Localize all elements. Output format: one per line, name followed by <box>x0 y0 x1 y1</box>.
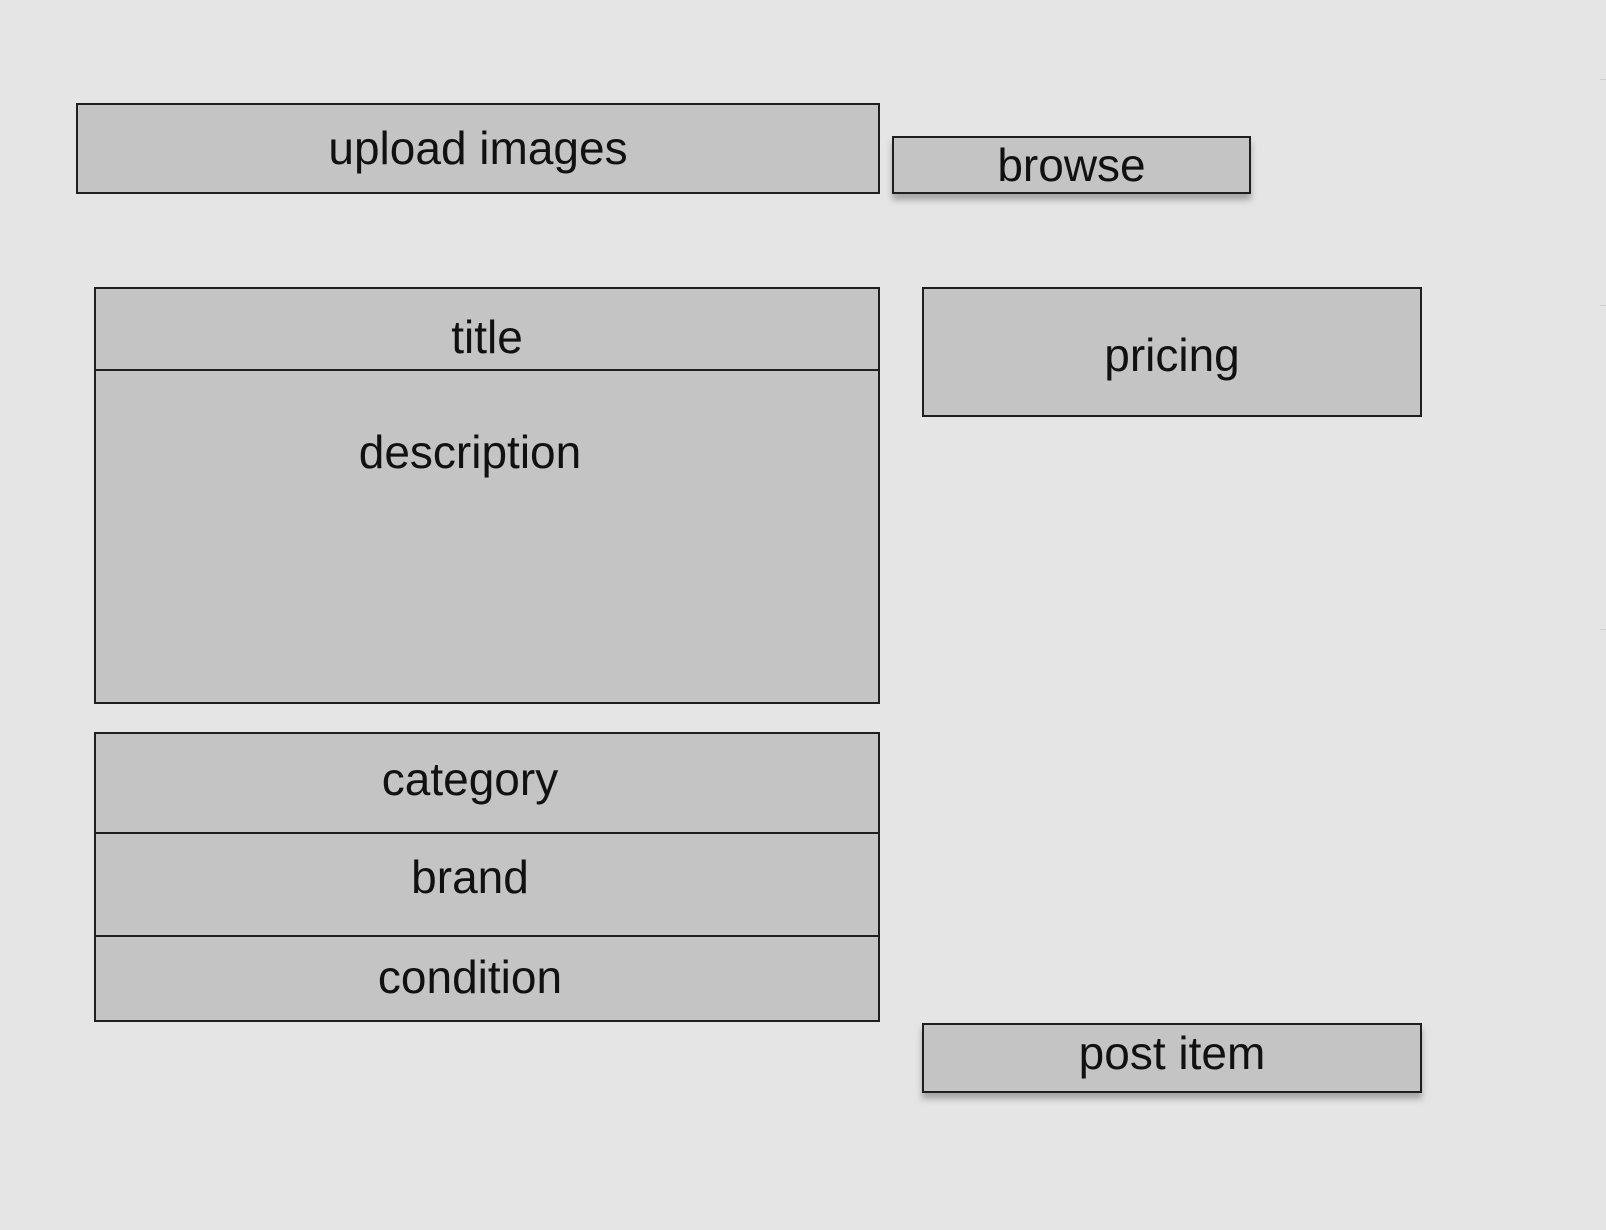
condition-field[interactable]: condition <box>96 937 878 1020</box>
edge-tick <box>1600 629 1606 630</box>
condition-label: condition <box>377 951 563 1003</box>
pricing-label: pricing <box>1104 329 1240 381</box>
upload-images-field[interactable]: upload images <box>76 103 880 194</box>
attributes-group: category brand condition <box>94 732 880 1022</box>
post-item-button-label: post item <box>1078 1027 1266 1079</box>
category-divider <box>96 832 878 834</box>
category-label: category <box>381 753 559 805</box>
description-label: description <box>358 426 582 478</box>
category-field[interactable]: category <box>96 734 878 832</box>
brand-divider <box>96 935 878 937</box>
title-field[interactable]: title <box>96 289 878 369</box>
edge-tick <box>1600 79 1606 80</box>
post-item-button[interactable]: post item <box>922 1023 1422 1093</box>
brand-label: brand <box>411 851 529 903</box>
brand-field[interactable]: brand <box>96 834 878 935</box>
pricing-field[interactable]: pricing <box>922 287 1422 417</box>
upload-images-label: upload images <box>328 122 628 174</box>
description-field[interactable]: description <box>96 371 878 702</box>
browse-button[interactable]: browse <box>892 136 1251 194</box>
browse-button-label: browse <box>997 139 1146 191</box>
title-divider <box>96 369 878 371</box>
title-description-group: title description <box>94 287 880 704</box>
edge-tick <box>1600 305 1606 306</box>
title-label: title <box>451 311 523 363</box>
